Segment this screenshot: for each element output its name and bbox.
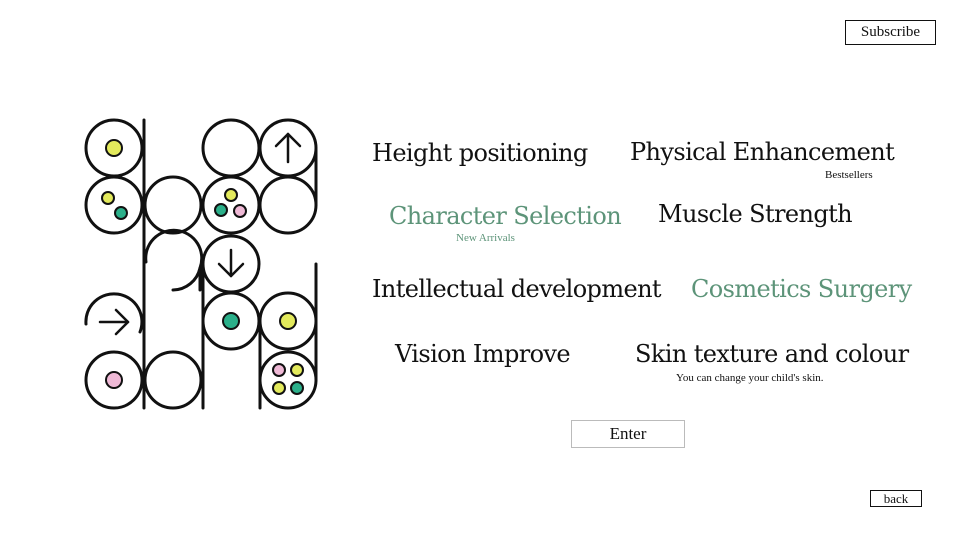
menu-item-intellectual-development[interactable]: Intellectual development: [372, 275, 662, 303]
menu-item-skin-texture[interactable]: Skin texture and colour: [635, 340, 909, 368]
up-arrow-icon: [274, 132, 302, 164]
logo-graphic: [84, 118, 318, 410]
menu-item-muscle-strength[interactable]: Muscle Strength: [658, 200, 853, 228]
bestsellers-note: Bestsellers: [825, 169, 873, 181]
new-arrivals-note: New Arrivals: [456, 232, 515, 244]
menu-item-height-positioning[interactable]: Height positioning: [372, 139, 588, 167]
subscribe-button[interactable]: Subscribe: [845, 20, 936, 45]
skin-note: You can change your child's skin.: [676, 372, 824, 384]
menu-item-vision-improve[interactable]: Vision Improve: [395, 340, 571, 368]
down-arrow-icon: [217, 248, 245, 278]
menu-item-character-selection[interactable]: Character Selection: [389, 202, 622, 230]
right-arrow-icon: [98, 308, 130, 336]
menu-item-cosmetics-surgery[interactable]: Cosmetics Surgery: [691, 275, 912, 303]
menu-item-physical-enhancement[interactable]: Physical Enhancement: [630, 138, 895, 166]
enter-button[interactable]: Enter: [571, 420, 685, 448]
back-button[interactable]: back: [870, 490, 922, 507]
